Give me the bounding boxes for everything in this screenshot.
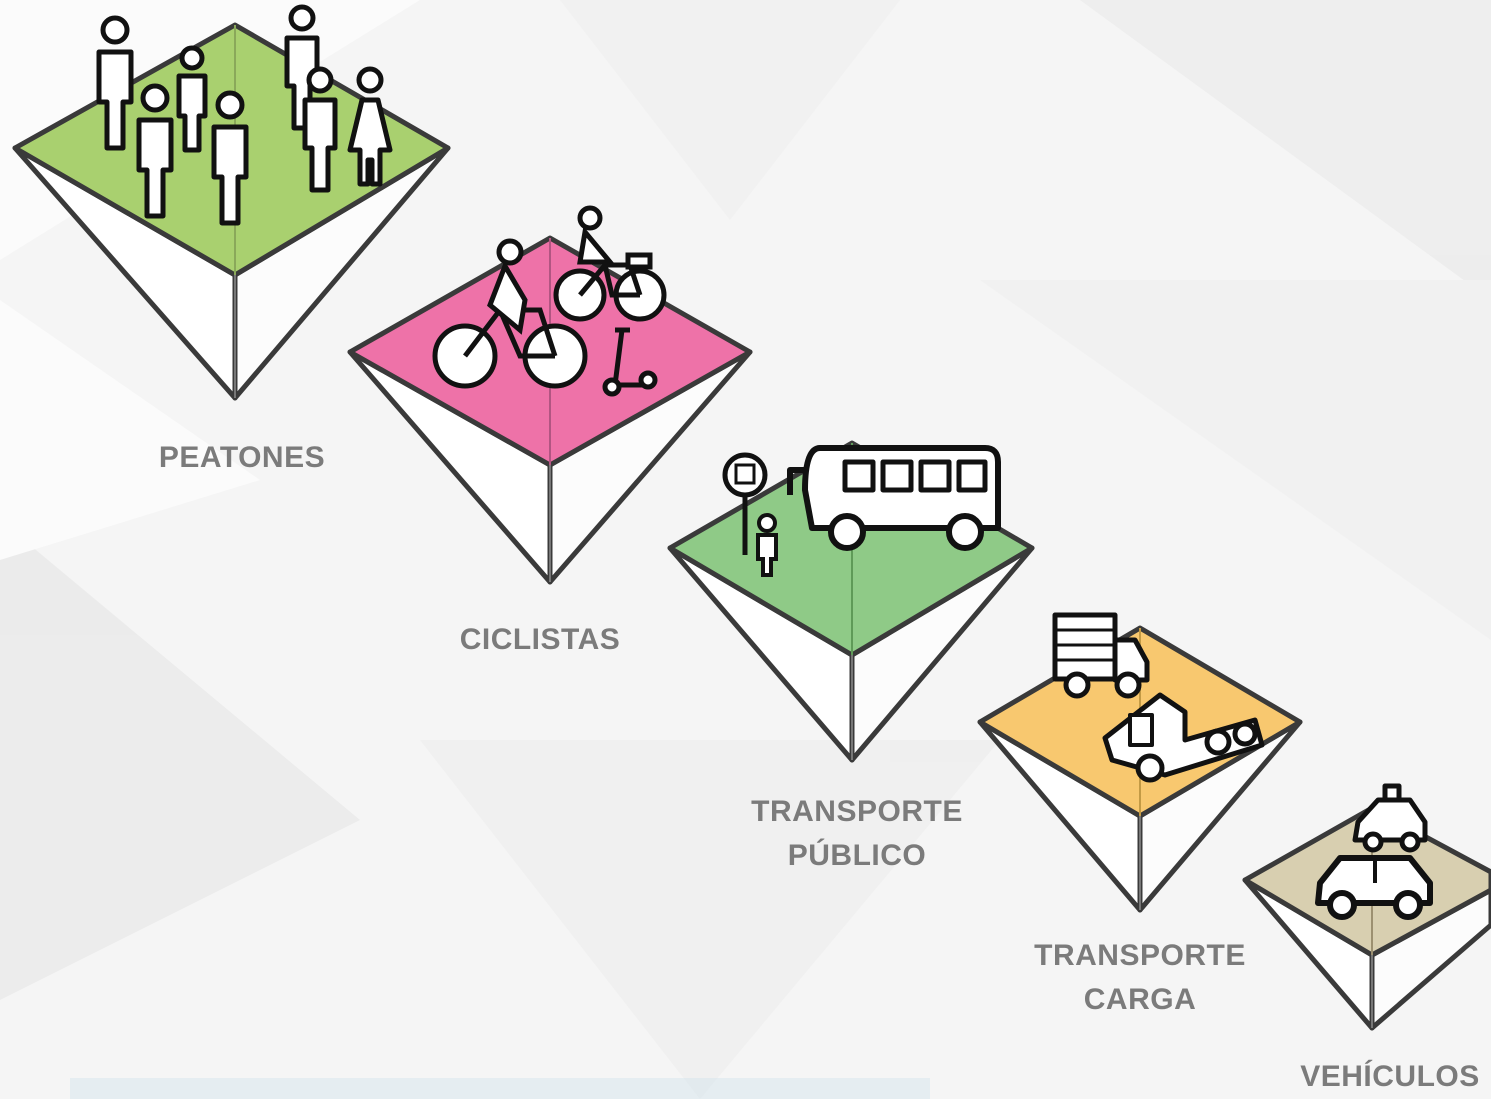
- label-ciclistas-line-1: CICLISTAS: [459, 623, 621, 656]
- police-car-icon: [1352, 783, 1428, 853]
- bicycle-rider-icon: [553, 205, 667, 322]
- level-transporte-carga: [977, 612, 1303, 913]
- label-peatones: PEATONES: [122, 436, 362, 480]
- level-vehiculos: [1242, 783, 1491, 1031]
- label-ciclistas: CICLISTAS: [420, 618, 660, 662]
- label-transporte-publico-line-1: TRANSPORTE: [751, 795, 963, 828]
- label-peatones-line-1: PEATONES: [158, 441, 326, 474]
- bus-stop-icon: [722, 452, 768, 555]
- label-transporte-carga-line-1: TRANSPORTE: [1034, 939, 1246, 972]
- level-peatones: [12, 4, 451, 401]
- bus-icon: [787, 445, 1001, 551]
- level-ciclistas: [347, 205, 753, 585]
- label-vehiculos-line-1: VEHÍCULOS: [1300, 1060, 1480, 1093]
- scooter-icon: [602, 327, 658, 397]
- car-icon: [1315, 855, 1433, 920]
- label-transporte-carga-line-2: CARGA: [1083, 983, 1197, 1016]
- pedestrians-group-icon: [96, 4, 393, 226]
- label-vehiculos: VEHÍCULOS: [1290, 1055, 1490, 1099]
- semi-truck-icon: [1102, 692, 1265, 783]
- label-transporte-carga: TRANSPORTE CARGA: [1010, 934, 1270, 1022]
- label-transporte-publico: TRANSPORTE PÚBLICO: [727, 790, 987, 878]
- cyclist-icon: [432, 238, 588, 389]
- truck-icon: [1052, 612, 1150, 699]
- faded-watermark: [70, 1078, 930, 1099]
- passenger-icon: [756, 513, 778, 577]
- level-transporte-publico: [667, 440, 1035, 763]
- label-transporte-publico-line-2: PÚBLICO: [787, 839, 927, 872]
